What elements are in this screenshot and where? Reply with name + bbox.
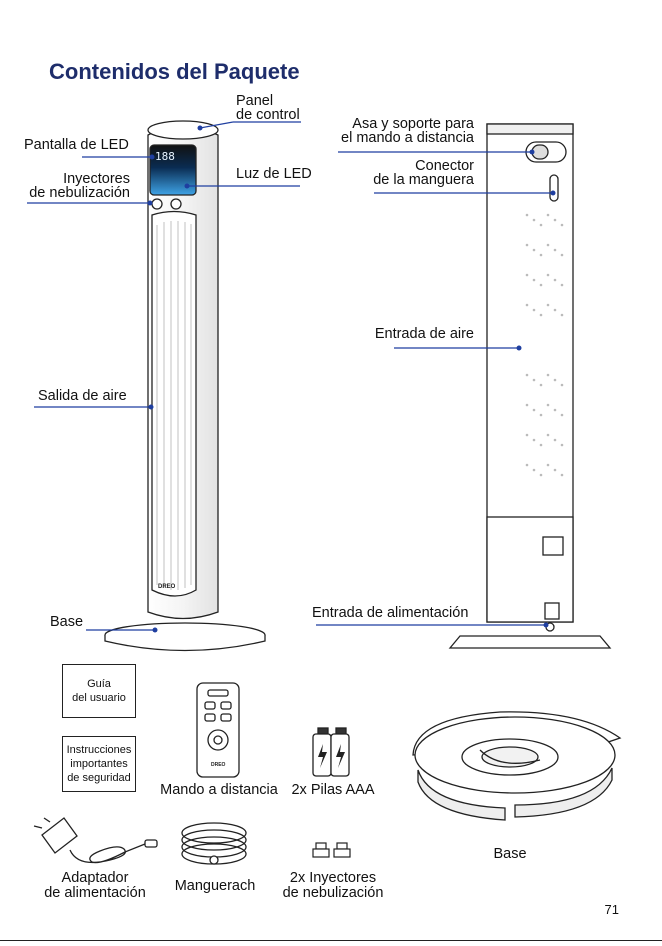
batteries	[312, 727, 350, 777]
label-air-outlet: Salida de aire	[38, 388, 127, 404]
tower-brand-logo: DREO	[158, 584, 176, 590]
label-hose-conn-2: de la manguera	[373, 172, 474, 188]
air-inlet-pattern	[525, 213, 564, 477]
label-led-screen: Pantalla de LED	[24, 137, 129, 153]
back-tower	[448, 123, 612, 649]
label-power-inlet: Entrada de alimentación	[312, 605, 469, 621]
safety-line1: Instrucciones	[66, 744, 132, 756]
caption-adapter-1: Adaptador	[61, 870, 129, 886]
front-tower	[104, 120, 266, 652]
caption-nozzles-2: de nebulización	[282, 885, 384, 901]
user-guide-card: Guía del usuario	[62, 664, 136, 718]
user-guide-line1: Guía	[87, 678, 111, 690]
page-title: Contenidos del Paquete	[49, 59, 300, 84]
caption-hose: Manguerach	[174, 878, 256, 894]
page-number: 71	[604, 902, 619, 917]
label-panel-2: de control	[236, 107, 300, 123]
hose-coil	[181, 822, 247, 865]
bottom-rule	[0, 940, 662, 941]
caption-batteries: 2x Pilas AAA	[291, 782, 375, 798]
label-nozzles: Inyectores	[63, 171, 130, 187]
mist-nozzles	[312, 842, 351, 858]
label-handle-2: el mando a distancia	[341, 130, 474, 146]
power-adapter	[33, 817, 158, 864]
user-guide-line2: del usuario	[72, 692, 126, 704]
safety-line2: importantes	[70, 758, 128, 770]
label-panel: Panel	[236, 93, 274, 109]
caption-adapter-2: de alimentación	[44, 885, 146, 901]
base-halves	[412, 711, 622, 821]
remote-control	[196, 682, 240, 778]
label-hose-conn: Conector	[415, 158, 474, 174]
led-display-value: 188	[155, 150, 175, 163]
label-handle: Asa y soporte para	[352, 116, 474, 132]
label-air-inlet: Entrada de aire	[374, 326, 474, 342]
caption-nozzles-1: 2x Inyectores	[289, 870, 377, 886]
caption-base: Base	[493, 846, 527, 862]
callout-lines	[27, 121, 556, 631]
label-led-light: Luz de LED	[236, 166, 312, 182]
safety-line3: de seguridad	[67, 772, 131, 784]
safety-card: Instrucciones importantes de seguridad	[62, 736, 136, 792]
label-nozzles-2: de nebulización	[29, 185, 130, 201]
label-base-front: Base	[50, 614, 84, 630]
caption-remote: Mando a distancia	[160, 782, 278, 798]
remote-brand-logo: DREO	[211, 762, 226, 768]
